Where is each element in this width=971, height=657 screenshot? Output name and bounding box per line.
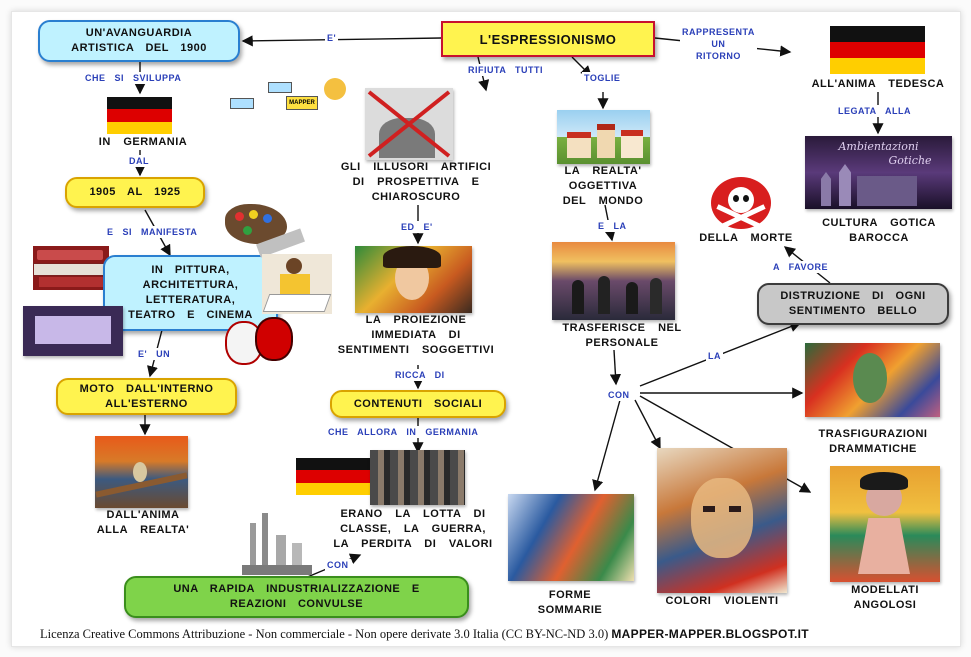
link-label-e: E' xyxy=(325,32,339,44)
german-flag-right xyxy=(830,26,925,74)
street-crowd-painting xyxy=(552,242,675,320)
architect-drawing-icon xyxy=(262,254,332,314)
node-contenuti: CONTENUTI SOCIALI xyxy=(330,390,506,418)
german-flag-left xyxy=(107,97,172,134)
node-distruzione: DISTRUZIONE DI OGNI SENTIMENTO BELLO xyxy=(757,283,949,325)
link-label-rifiuta: RIFIUTA TUTTI xyxy=(466,64,545,76)
node-trasfigurazioni: TRASFIGURAZIONI DRAMMATICHE xyxy=(818,428,928,455)
figures-painting xyxy=(508,494,634,581)
node-germania: IN GERMANIA xyxy=(98,136,188,148)
books-icon xyxy=(33,246,109,290)
link-label-sviluppa: CHE SI SVILUPPA xyxy=(83,72,184,84)
node-moto: MOTO DALL'INTERNO ALL'ESTERNO xyxy=(56,378,237,415)
link-label-eun: E' UN xyxy=(136,348,173,360)
link-label-ela: E LA xyxy=(596,220,629,232)
node-anni: 1905 AL 1925 xyxy=(65,177,205,208)
skull-icon xyxy=(707,177,775,229)
node-proiezione: LA PROIEZIONE IMMEDIATA DI SENTIMENTI SO… xyxy=(337,314,495,356)
village-houses-image xyxy=(557,110,650,164)
theatre-masks-icon xyxy=(225,315,295,365)
crossed-perspective-image xyxy=(365,88,453,160)
node-arti: IN PITTURA, ARCHITETTURA, LETTERATURA, T… xyxy=(103,255,278,331)
site-link[interactable]: MAPPER-MAPPER.BLOGSPOT.IT xyxy=(611,627,809,641)
node-morte: DELLA MORTE xyxy=(699,232,793,244)
arrow-title-avanguardia xyxy=(241,35,442,47)
node-industria: UNA RAPIDA INDUSTRIALIZZAZIONE E REAZION… xyxy=(124,576,469,618)
expressionist-face-painting xyxy=(355,246,472,313)
link-label-favore: A FAVORE xyxy=(771,261,831,273)
mapper-logo-label: MAPPER xyxy=(286,96,318,110)
cross-mark xyxy=(367,90,451,158)
link-label-ricca: RICCA DI xyxy=(393,369,447,381)
arrow-con-forme xyxy=(592,399,621,492)
node-cultura: CULTURA GOTICA BAROCCA xyxy=(822,217,936,244)
link-label-con: CON xyxy=(606,389,632,401)
link-label-rappresenta: RAPPRESENTA UN RITORNO xyxy=(680,26,757,62)
link-label-legata: LEGATA ALLA xyxy=(836,105,913,117)
factory-icon xyxy=(242,513,312,575)
crowd-painting xyxy=(370,450,465,505)
node-illusori: GLI ILLUSORI ARTIFICI DI PROSPETTIVA E C… xyxy=(340,161,492,203)
node-trasferisce: TRASFERISCE NEL PERSONALE xyxy=(562,322,682,349)
arrow-con-colori xyxy=(634,399,661,450)
node-avanguardia: UN'AVANGUARDIA ARTISTICA DEL 1900 xyxy=(38,20,240,62)
gothic-architecture-image: Ambientazioni Gotiche xyxy=(805,136,952,209)
link-label-toglie: TOGLIE xyxy=(582,72,623,84)
node-dallanima: DALL'ANIMA ALLA REALTA' xyxy=(96,509,190,536)
link-label-allora: CHE ALLORA IN GERMANIA xyxy=(326,426,481,438)
gothic-image-subtitle: Gotiche xyxy=(888,154,932,167)
gothic-image-title: Ambientazioni xyxy=(838,140,919,153)
violent-colors-portrait xyxy=(657,448,787,593)
mapper-logo: MAPPER xyxy=(230,78,350,118)
map-title: L'ESPRESSIONISMO xyxy=(441,21,655,57)
node-lotta: ERANO LA LOTTA DI CLASSE, LA GUERRA, LA … xyxy=(333,508,493,550)
link-label-ede: ED E' xyxy=(399,221,435,233)
node-modellati: MODELLATI ANGOLOSI xyxy=(851,584,919,611)
link-label-dal: DAL xyxy=(127,155,151,167)
cinema-screen-icon xyxy=(23,306,123,356)
link-label-la: LA xyxy=(706,350,723,362)
angular-figure-painting xyxy=(830,466,940,582)
link-label-con-industria: CON xyxy=(325,559,351,571)
license-text: Licenza Creative Commons Attribuzione - … xyxy=(40,627,609,641)
node-realta: LA REALTA' OGGETTIVA DEL MONDO xyxy=(562,165,644,207)
dramatic-transfiguration-painting xyxy=(805,343,940,417)
link-label-manifesta: E SI MANIFESTA xyxy=(105,226,200,238)
node-forme: FORME SOMMARIE xyxy=(537,589,603,616)
node-colori: COLORI VIOLENTI xyxy=(665,595,779,607)
arrow-trasferisce-con xyxy=(609,349,622,386)
the-scream-painting xyxy=(95,436,188,508)
footer: Licenza Creative Commons Attribuzione - … xyxy=(40,627,809,642)
german-flag-middle xyxy=(296,458,370,495)
node-anima-tedesca: ALL'ANIMA TEDESCA xyxy=(811,78,945,90)
